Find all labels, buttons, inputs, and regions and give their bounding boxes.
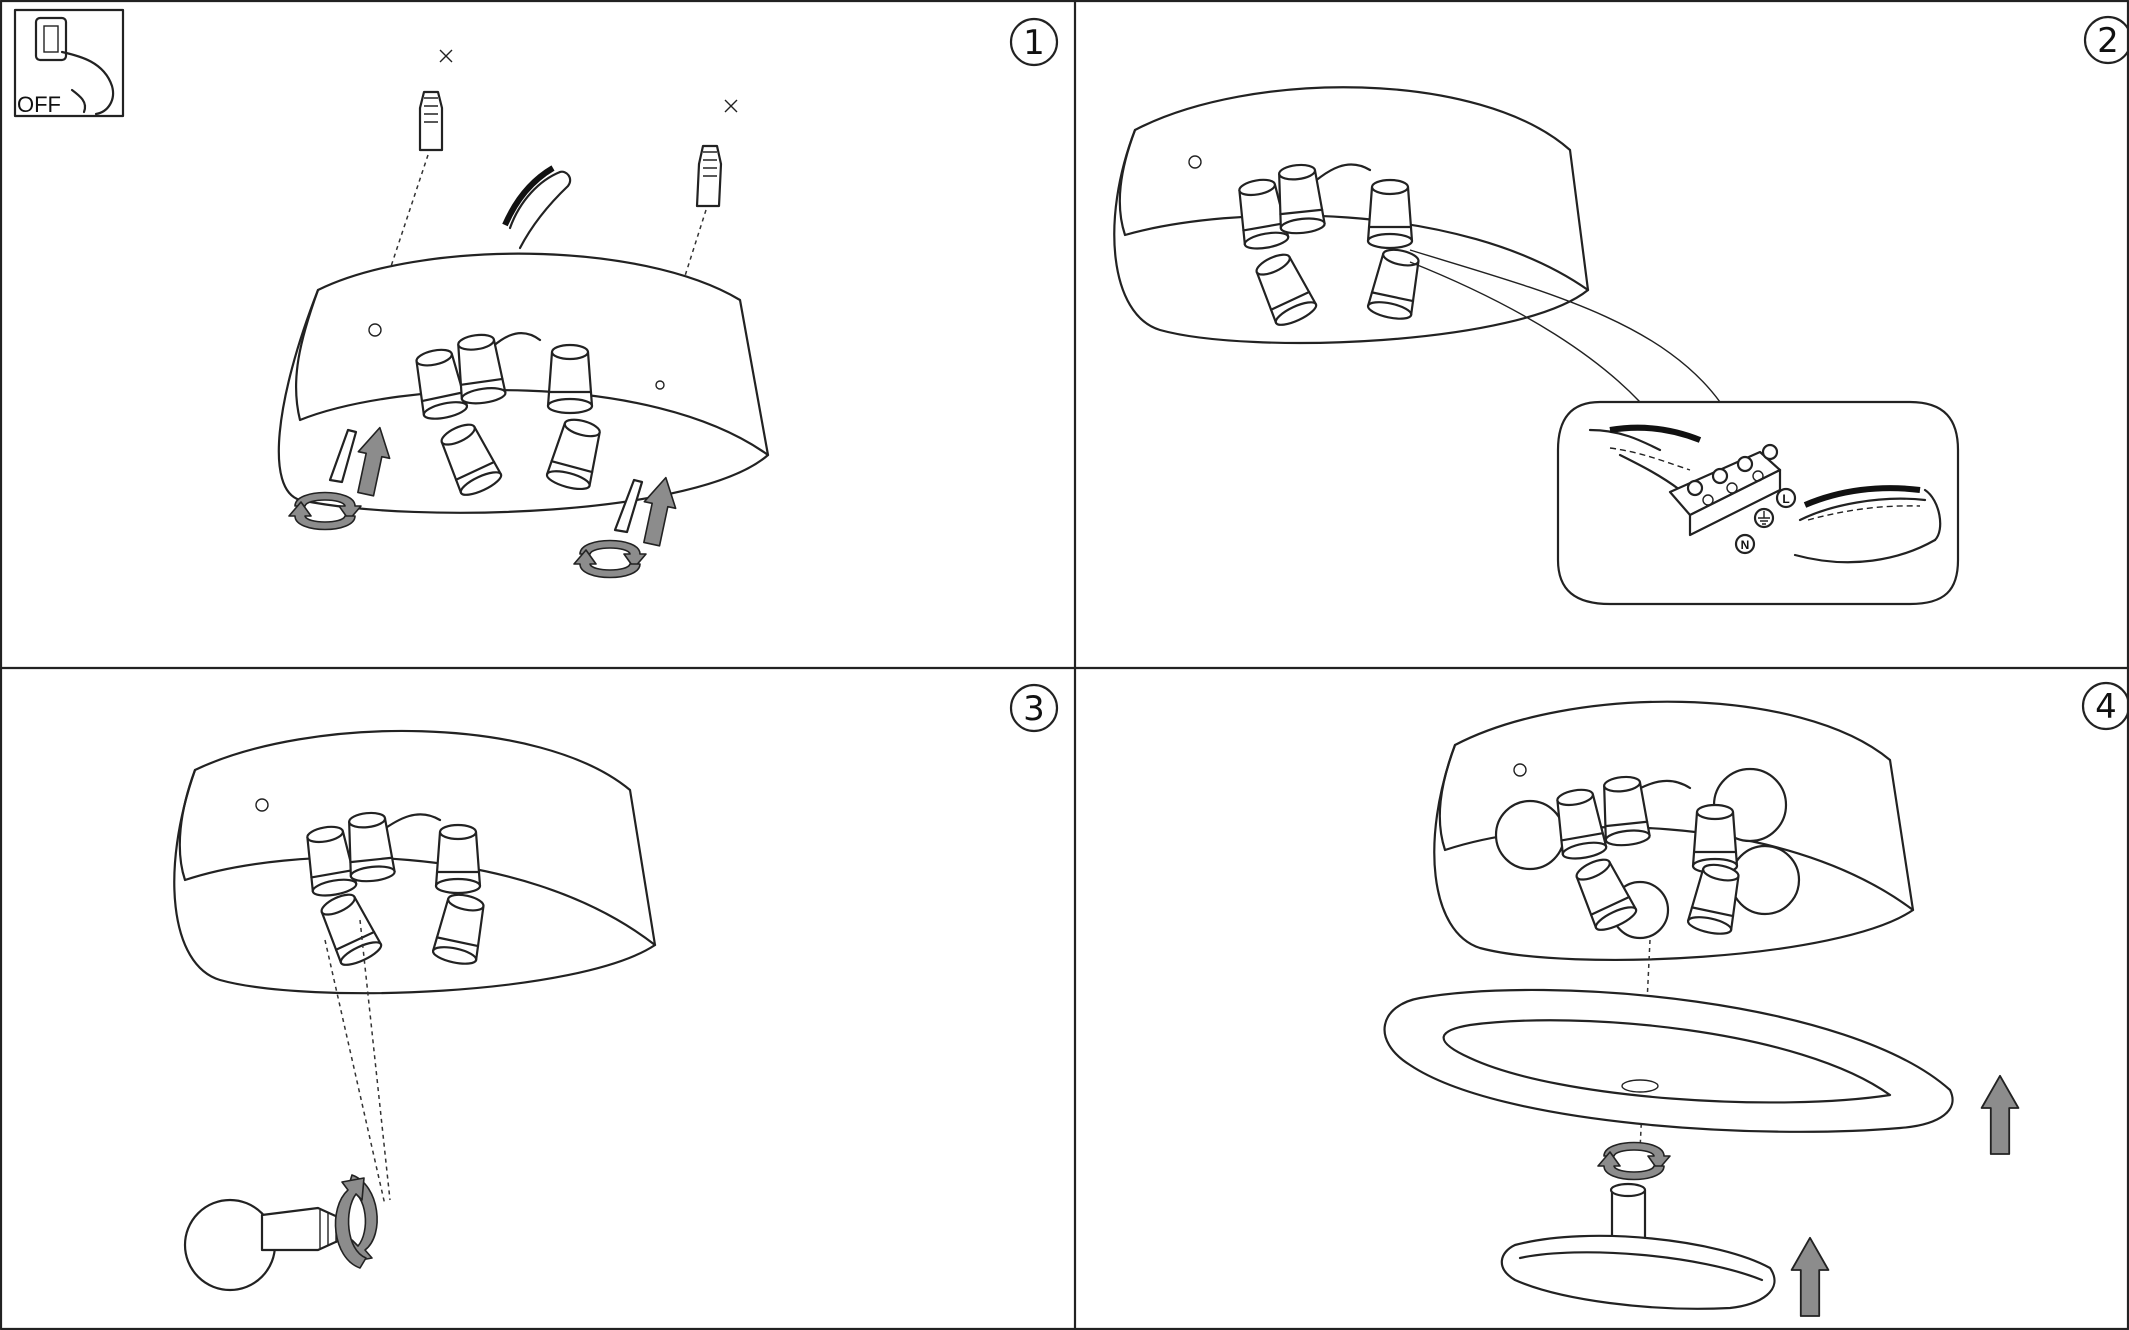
svg-text:3: 3 bbox=[1023, 689, 1045, 729]
rotate-knob-icon bbox=[1597, 1141, 1671, 1181]
callout-leader bbox=[1409, 249, 1721, 403]
push-up-arrow-knob-icon bbox=[1790, 1236, 1830, 1317]
bulb-guide-line bbox=[324, 939, 386, 1206]
rotate-bulb-icon bbox=[334, 1174, 378, 1269]
step-number-1: 1 bbox=[1009, 17, 1059, 67]
mains-cable bbox=[502, 165, 572, 250]
wiring-detail-callout bbox=[1556, 400, 1960, 606]
svg-text:1: 1 bbox=[1023, 23, 1045, 63]
push-up-arrow-diffuser-icon bbox=[1980, 1074, 2020, 1155]
power-switch-off-icon: OFF bbox=[13, 8, 125, 118]
step-number-4: 4 bbox=[2081, 681, 2129, 731]
lamp-sockets-step2 bbox=[1233, 161, 1425, 331]
svg-text:2: 2 bbox=[2097, 21, 2119, 61]
step-number-3: 3 bbox=[1009, 683, 1059, 733]
wall-plug-right bbox=[619, 99, 738, 481]
fixing-knob bbox=[1500, 1182, 1776, 1310]
screw-left bbox=[328, 428, 358, 484]
step-2-panel: 2 bbox=[1113, 15, 2129, 606]
step-number-2: 2 bbox=[2083, 15, 2129, 65]
light-bulb-step3 bbox=[183, 1198, 342, 1292]
svg-text:N: N bbox=[1741, 538, 1750, 552]
step-1-panel: 1 OFF bbox=[13, 8, 1059, 579]
rotate-arrow-right-icon bbox=[573, 539, 647, 579]
step-4-panel: 4 bbox=[1383, 681, 2129, 1317]
lamp-shade-step1 bbox=[277, 252, 770, 514]
lamp-sockets-step1 bbox=[410, 331, 607, 501]
lamp-shade-step2 bbox=[1113, 86, 1590, 345]
svg-text:OFF: OFF bbox=[17, 92, 61, 117]
lamp-sockets-step3 bbox=[301, 809, 490, 971]
step-3-panel: 3 bbox=[173, 683, 1059, 1292]
bulbs-installed bbox=[1494, 767, 1801, 940]
screw-right bbox=[613, 478, 644, 534]
terminal-block bbox=[1668, 443, 1782, 537]
earth-ground-icon bbox=[1753, 507, 1775, 529]
diffuser-cover bbox=[1383, 988, 1954, 1133]
lamp-shade-step3 bbox=[173, 729, 657, 995]
svg-text:L: L bbox=[1782, 492, 1789, 506]
rotate-arrow-left-icon bbox=[288, 491, 362, 531]
svg-text:4: 4 bbox=[2095, 687, 2117, 727]
lamp-cable-in-callout bbox=[1793, 485, 1942, 564]
terminal-neutral-label: N bbox=[1734, 533, 1756, 555]
terminal-live-label: L bbox=[1775, 487, 1797, 509]
